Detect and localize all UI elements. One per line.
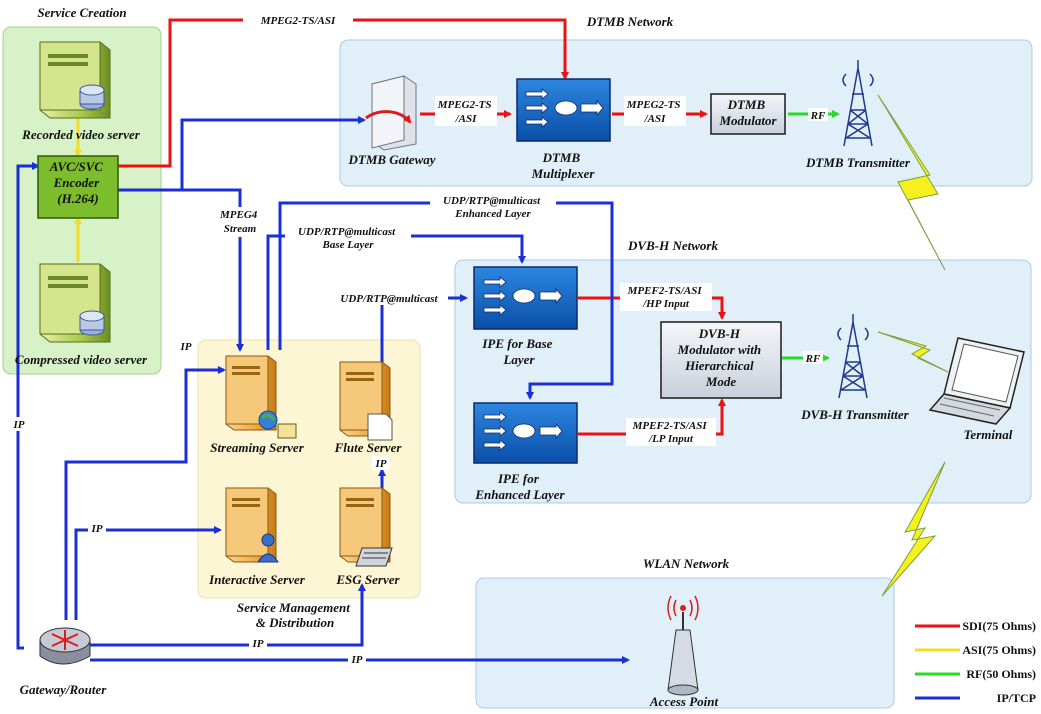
- svg-text:UDP/RTP@multicast Enhanc: UDP/RTP@multicast Enhanced Layer: [443, 195, 543, 220]
- interactive-server-icon: [225, 487, 279, 563]
- service-creation-title: Service Creation: [37, 5, 126, 20]
- recorded-video-server-label: Recorded video server: [21, 127, 141, 142]
- terminal-laptop-icon: [928, 337, 1025, 425]
- streaming-server-icon: [225, 355, 297, 439]
- link-label-mpef-lp: MPEF2-TS/ASI /LP Input: [626, 418, 716, 446]
- wireless-bolt-dtmb: [877, 94, 946, 271]
- svg-text:IP: IP: [180, 341, 192, 353]
- compressed-video-server-label: Compressed video server: [15, 352, 148, 367]
- link-label-mpeg2-top: MPEG2-TS/ASI: [243, 12, 353, 27]
- link-label-ip-mid: IP: [177, 339, 195, 353]
- link-label-mpeg2-1: MPEG2-TS /ASI: [435, 96, 497, 126]
- link-label-ip-left: IP: [10, 417, 28, 431]
- svg-text:MPEG2-TS /ASI: MPEG2-TS /ASI: [626, 99, 684, 125]
- legend-label: ASI(75 Ohms): [962, 643, 1036, 657]
- dtmb-multiplexer-box: [516, 78, 611, 142]
- recorded-video-server-icon: [39, 41, 111, 119]
- link-label-udp-multicast: UDP/RTP@multicast: [330, 291, 448, 305]
- access-point-icon: [667, 595, 699, 696]
- link-label-rf-dtmb: RF: [808, 108, 828, 122]
- link-label-mpeg2-2: MPEG2-TS /ASI: [624, 96, 686, 126]
- dvbh-modulator-label: DVB-H: [698, 326, 741, 341]
- encoder-box: AVC/SVC Encoder (H.264): [37, 155, 119, 219]
- esg-server-icon: [339, 487, 393, 567]
- svg-text:MPEF2-TS/ASI /HP Input: MPEF2-TS/ASI /HP Input: [627, 285, 705, 310]
- svg-text:MPEG2-TS/ASI: MPEG2-TS/ASI: [260, 15, 336, 27]
- encoder-label: AVC/SVC: [49, 159, 104, 174]
- dtmb-modulator-box: DTMB Modulator: [710, 93, 786, 135]
- link-label-udp-base: UDP/RTP@multicast Base Layer: [285, 224, 411, 252]
- link-label-mpeg4: MPEG4 Stream: [218, 207, 262, 237]
- dtmb-network-title: DTMB Network: [586, 14, 674, 29]
- ipe-enhanced-layer-box: [473, 402, 578, 464]
- dtmb-transmitter-label: DTMB Transmitter: [805, 155, 911, 170]
- ipe-base-layer-label: IPE for Base Layer: [481, 336, 555, 367]
- flute-server-icon: [339, 361, 393, 441]
- svg-text:IP: IP: [351, 654, 363, 666]
- link-label-ip-interactive: IP: [88, 521, 106, 535]
- access-point-label: Access Point: [649, 694, 719, 709]
- svg-text:RF: RF: [810, 110, 826, 122]
- link-label-ip-wlan: IP: [348, 652, 366, 666]
- ipe-enhanced-layer-label: IPE for Enhanced Layer: [474, 471, 565, 502]
- svg-text:MPEG2-TS /ASI: MPEG2-TS /ASI: [437, 99, 495, 125]
- esg-server-label: ESG Server: [335, 572, 400, 587]
- link-label-rf-dvbh: RF: [803, 351, 823, 365]
- compressed-video-server-icon: [39, 263, 111, 343]
- dvbh-network-title: DVB-H Network: [627, 238, 718, 253]
- wlan-network-title: WLAN Network: [643, 556, 730, 571]
- streaming-server-label: Streaming Server: [210, 440, 304, 455]
- svg-text:IP: IP: [91, 523, 103, 535]
- svg-text:IP: IP: [13, 419, 25, 431]
- link-encoder-to-streaming: [118, 188, 244, 352]
- service-management-title: Service Management & Distribution: [237, 600, 353, 630]
- svg-text:AVC/SVC Encoder (H: AVC/SVC Encoder (H.264): [49, 159, 106, 206]
- link-router-interactive: [74, 526, 222, 620]
- link-encoder-to-mux: [118, 18, 569, 168]
- link-label-udp-enh: UDP/RTP@multicast Enhanced Layer: [430, 193, 556, 221]
- legend-label: IP/TCP: [997, 691, 1036, 705]
- dvbh-transmitter-label: DVB-H Transmitter: [800, 407, 909, 422]
- legend-label: RF(50 Ohms): [966, 667, 1036, 681]
- svg-text:UDP/RTP@multicast: UDP/RTP@multicast: [340, 293, 438, 305]
- legend-label: SDI(75 Ohms): [962, 619, 1036, 633]
- dtmb-gateway-label: DTMB Gateway: [347, 152, 435, 167]
- dtmb-multiplexer-label: DTMB Multiplexer: [531, 150, 596, 181]
- svg-text:DTMB Modulator: DTMB Modulator: [718, 97, 777, 128]
- link-label-ip-flute: IP: [372, 456, 390, 470]
- dtmb-transmitter-tower-icon: [842, 60, 874, 147]
- svg-text:IP: IP: [252, 638, 264, 650]
- link-label-ip-esg: IP: [249, 636, 267, 650]
- gateway-router-icon: [39, 627, 91, 665]
- gateway-router-label: Gateway/Router: [20, 682, 108, 697]
- wireless-bolt-wlan: [881, 461, 946, 597]
- link-streaming-to-ipe-enh: [278, 201, 614, 400]
- svg-text:UDP/RTP@multicast Base L: UDP/RTP@multicast Base Layer: [298, 226, 398, 251]
- dtmb-gateway-icon: [365, 75, 417, 151]
- wireless-bolt-dvbh: [877, 331, 949, 373]
- dtmb-modulator-label: DTMB: [727, 97, 766, 112]
- link-router-esg: [90, 583, 366, 647]
- link-router-to-streaming: [64, 366, 226, 620]
- svg-text:RF: RF: [805, 353, 821, 365]
- svg-text:IP: IP: [375, 458, 387, 470]
- terminal-label: Terminal: [964, 427, 1013, 442]
- dvbh-modulator-box: DVB-H Modulator with Hierarchical Mode: [660, 321, 782, 399]
- svg-text:MPEF2-TS/ASI /LP Input: MPEF2-TS/ASI /LP Input: [632, 420, 710, 445]
- svg-text:MPEG4 Stream: MPEG4 Stream: [219, 209, 260, 235]
- ipe-base-layer-box: [473, 266, 578, 330]
- dvbh-transmitter-tower-icon: [837, 314, 869, 399]
- svg-text:DVB-H Modulator with: DVB-H Modulator with Hierarchical Mode: [677, 326, 765, 389]
- flute-server-label: Flute Server: [334, 440, 403, 455]
- interactive-server-label: Interactive Server: [208, 572, 306, 587]
- link-router-to-encoder: [16, 162, 40, 650]
- legend: SDI(75 Ohms) ASI(75 Ohms) RF(50 Ohms) IP/TC…: [915, 619, 1036, 705]
- link-label-mpef-hp: MPEF2-TS/ASI /HP Input: [620, 283, 712, 311]
